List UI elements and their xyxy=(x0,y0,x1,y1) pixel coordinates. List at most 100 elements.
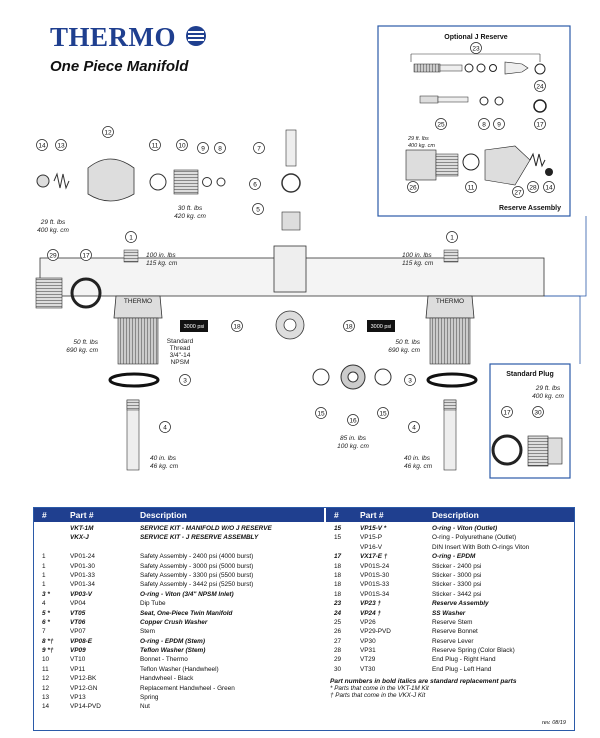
row-description: Spring xyxy=(140,694,159,702)
row-part-number: VP01S-33 xyxy=(360,581,390,589)
svg-text:17: 17 xyxy=(503,410,511,417)
callout-27: 27 xyxy=(512,186,524,198)
page-title: One Piece Manifold xyxy=(50,58,189,75)
callout-8-reserve: 8 xyxy=(478,118,490,130)
left-inlet-thread xyxy=(117,317,159,365)
svg-text:5: 5 xyxy=(256,207,260,214)
callout-17-left: 17 xyxy=(80,249,92,261)
svg-text:14: 14 xyxy=(38,143,46,150)
row-description: SS Washer xyxy=(432,609,466,617)
note-vkx: † Parts that come in the VKX-J Kit xyxy=(330,692,426,700)
row-num: 7 xyxy=(42,628,46,636)
row-part-number: VT29 xyxy=(360,656,376,664)
callout-1-left: 1 xyxy=(125,231,137,243)
row-num: 1 xyxy=(42,571,46,579)
optional-j-reserve-box xyxy=(377,25,571,217)
callout-15-left: 15 xyxy=(315,407,327,419)
row-num: 28 xyxy=(334,647,342,655)
callout-17-reserve: 17 xyxy=(534,118,546,130)
row-description: SERVICE KIT - MANIFOLD W/O J RESERVE xyxy=(140,525,272,532)
row-part-number: VP14-PVD xyxy=(70,703,101,711)
torque-endplug-1: 29 ft. lbs xyxy=(40,219,66,226)
row-description: End Plug - Right Hand xyxy=(432,656,496,664)
svg-text:15: 15 xyxy=(317,411,325,418)
row-part-number: VKX-J xyxy=(70,534,89,542)
callout-10: 10 xyxy=(176,139,188,151)
row-num: 26 xyxy=(334,628,342,636)
row-num: 18 xyxy=(334,571,342,579)
row-description: Safety Assembly - 2400 psi (4000 burst) xyxy=(140,553,254,561)
svg-text:17: 17 xyxy=(82,253,90,260)
standard-plug-title: Standard Plug xyxy=(506,371,553,378)
svg-text:1: 1 xyxy=(129,235,133,242)
torque-din-2: 100 kg. cm xyxy=(337,443,369,450)
row-description: O-ring - EPDM xyxy=(432,553,476,561)
note-vkt: * Parts that come in the VKT-1M Kit xyxy=(330,685,429,693)
torque-diptube-right-1: 40 in. lbs xyxy=(404,455,431,462)
row-part-number: VP01-33 xyxy=(70,571,95,579)
svg-text:8: 8 xyxy=(482,122,486,129)
row-num: 18 xyxy=(334,562,342,570)
row-description: Nut xyxy=(140,703,150,711)
row-num: 1 xyxy=(42,581,46,589)
row-part-number: VP01-24 xyxy=(70,553,95,561)
row-part-number: VP24 † xyxy=(360,609,381,617)
row-part-number: VKT-1M xyxy=(70,525,94,532)
torque-bonnet-1: 30 ft. lbs xyxy=(178,205,203,212)
row-description: Sticker - 3000 psi xyxy=(432,571,482,579)
table-notes: Part numbers in bold italics are standar… xyxy=(326,678,574,699)
row-description: Seat, One-Piece Twin Manifold xyxy=(140,609,233,617)
row-description: O-ring - EPDM (Stem) xyxy=(140,637,205,645)
row-part-number: VP13 xyxy=(70,694,86,702)
row-num: 4 xyxy=(42,600,46,608)
row-num: 18 xyxy=(334,590,342,598)
torque-reserve-2: 400 kg. cm xyxy=(408,143,435,149)
svg-text:15: 15 xyxy=(379,411,387,418)
header-desc: Description xyxy=(140,510,187,520)
callout-18-right: 18 xyxy=(343,320,355,332)
torque-plug-2: 400 kg. cm xyxy=(532,393,564,400)
svg-text:27: 27 xyxy=(514,190,522,197)
psi-badge-left: 3000 psi xyxy=(184,324,205,330)
row-description: O-ring - Polyurethane (Outlet) xyxy=(432,534,517,542)
svg-text:18: 18 xyxy=(345,324,353,331)
row-part-number: VP16-V xyxy=(360,543,383,551)
header-desc: Description xyxy=(432,510,479,520)
right-inlet-thread xyxy=(429,317,471,365)
torque-diptube-left-2: 46 kg. cm xyxy=(150,463,179,470)
svg-text:4: 4 xyxy=(412,425,416,432)
svg-text:7: 7 xyxy=(257,146,261,153)
torque-safety-left-1: 100 in. lbs xyxy=(146,252,176,259)
header-part: Part # xyxy=(360,510,384,520)
torque-reserve-1: 29 ft. lbs xyxy=(407,136,429,142)
row-description: Sticker - 3442 psi xyxy=(432,590,482,598)
svg-text:6: 6 xyxy=(253,182,257,189)
callout-7: 7 xyxy=(253,142,265,154)
callout-14-reserve: 14 xyxy=(543,181,555,193)
header-num: # xyxy=(42,510,47,520)
svg-text:25: 25 xyxy=(437,122,445,129)
row-num: 9 *† xyxy=(42,647,54,655)
row-num: 17 xyxy=(334,553,342,561)
callout-9-reserve: 9 xyxy=(493,118,505,130)
callout-4-right: 4 xyxy=(408,421,420,433)
table-row: VKT-1M SERVICE KIT - MANIFOLD W/O J RESER… xyxy=(34,524,324,533)
torque-inlet-left-2: 690 kg. cm xyxy=(66,347,98,354)
row-description: Reserve Spring (Color Black) xyxy=(432,647,515,655)
thread-note-1: Standard xyxy=(167,338,194,345)
row-part-number: VP15-V * xyxy=(360,525,387,532)
callout-9: 9 xyxy=(197,142,209,154)
